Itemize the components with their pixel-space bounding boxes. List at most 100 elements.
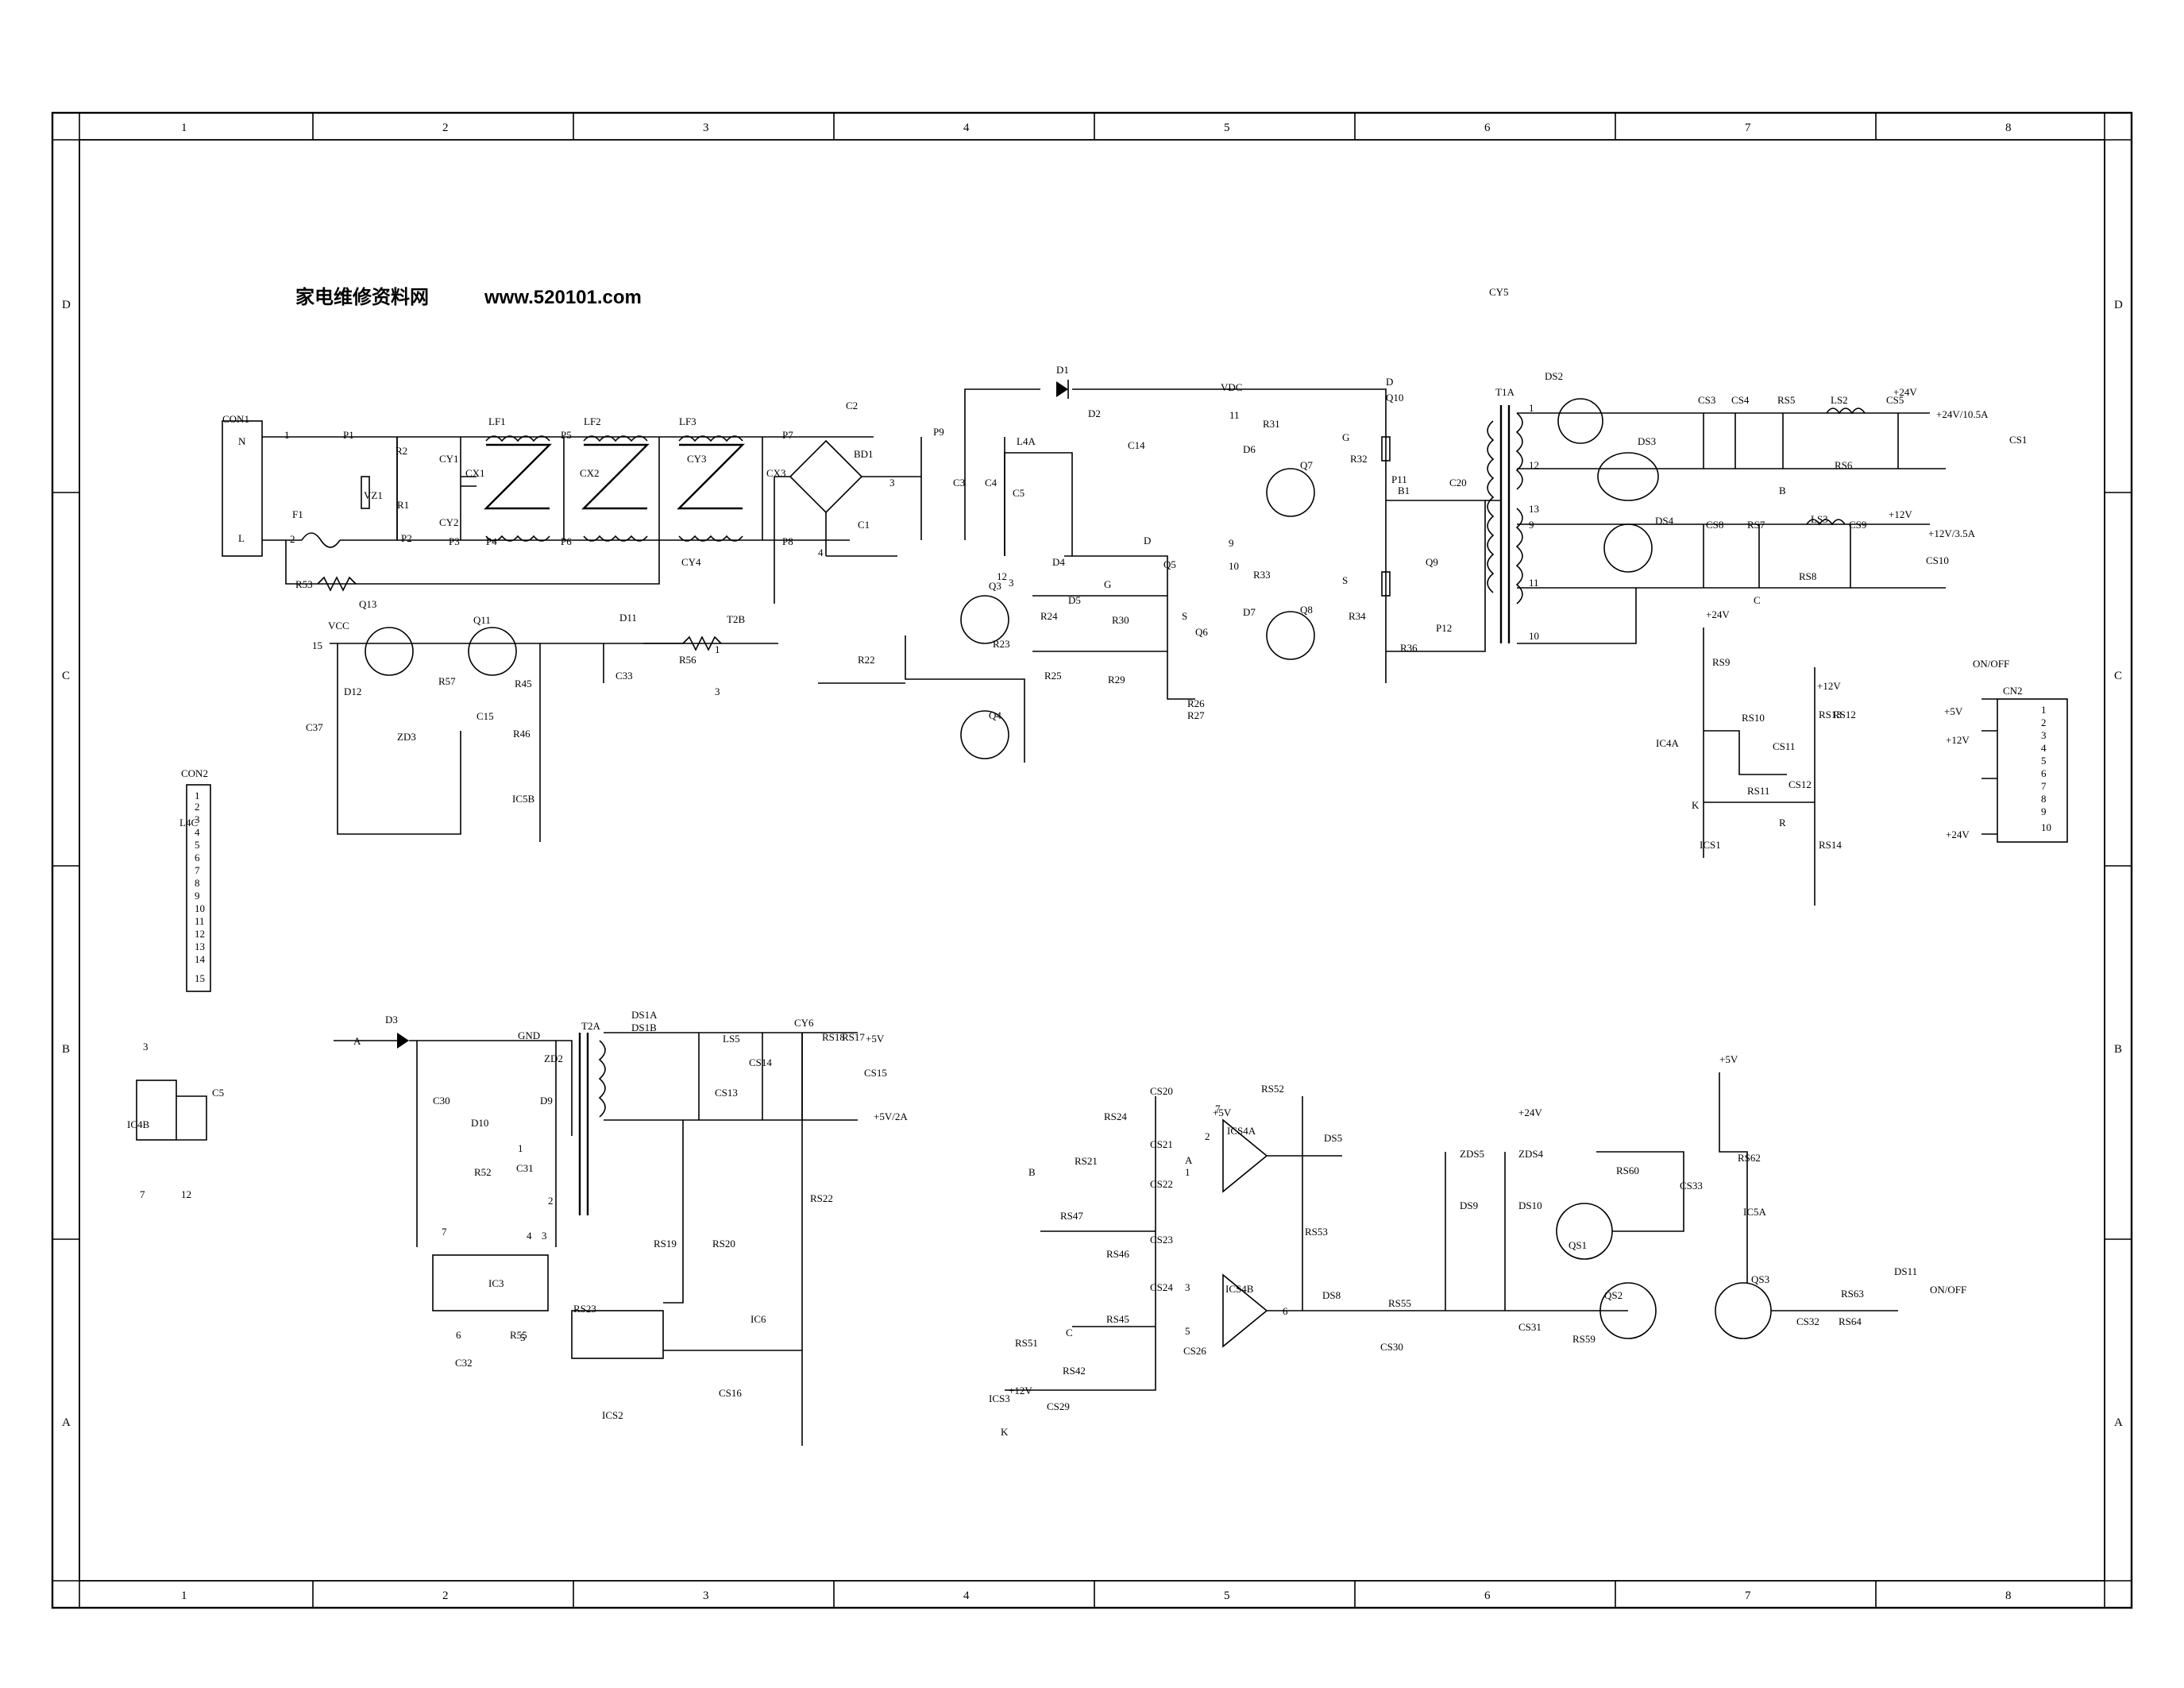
component-label-7: 7 <box>140 1188 145 1200</box>
frame-column-label: 5 <box>1224 122 1230 134</box>
component-label-r: R <box>1779 817 1786 829</box>
component-label-q13: Q13 <box>359 598 376 610</box>
component-label-6: 6 <box>2041 767 2047 779</box>
frame-row-label: A <box>62 1416 71 1429</box>
component-label-cs21: CS21 <box>1150 1138 1173 1150</box>
component-label-r30: R30 <box>1112 614 1129 626</box>
component-label-1: 1 <box>1529 402 1534 414</box>
component-label-3: 3 <box>195 813 200 825</box>
component-label-rs53: RS53 <box>1305 1226 1328 1238</box>
component-label-9: 9 <box>1229 537 1234 549</box>
component-label-d1: D1 <box>1056 364 1069 376</box>
component-label-12: 12 <box>195 928 205 940</box>
component-label-11: 11 <box>1529 577 1539 589</box>
component-label-ic6: IC6 <box>751 1313 766 1325</box>
component-label-24v-10-5a: +24V/10.5A <box>1936 408 1989 420</box>
component-label-cs10: CS10 <box>1926 554 1949 566</box>
component-label-ds9: DS9 <box>1460 1199 1478 1211</box>
component-label-c: C <box>1066 1327 1073 1338</box>
component-label-ls2: LS2 <box>1831 394 1848 406</box>
component-label-rs14: RS14 <box>1819 839 1842 851</box>
component-label-r2: R2 <box>396 445 407 457</box>
component-label-p1: P1 <box>343 429 354 441</box>
component-label-rs23: RS23 <box>573 1303 596 1315</box>
component-label-cs31: CS31 <box>1518 1321 1542 1333</box>
component-label-d3: D3 <box>385 1014 398 1026</box>
component-label-cs3: CS3 <box>1698 394 1715 406</box>
component-label-d7: D7 <box>1243 606 1256 618</box>
component-label-p9: P9 <box>933 426 944 438</box>
component-label-12: 12 <box>1529 459 1539 471</box>
component-label-cs30: CS30 <box>1380 1341 1403 1353</box>
component-label-lf3: LF3 <box>679 415 696 427</box>
component-label-10: 10 <box>1529 630 1539 642</box>
frame-column-label: 5 <box>1224 1590 1230 1602</box>
frame-row-label: B <box>62 1043 70 1056</box>
component-label-vcc: VCC <box>328 620 349 632</box>
component-label-p11: P11 <box>1391 473 1407 485</box>
component-label-12: 12 <box>997 570 1007 582</box>
component-label-ic3: IC3 <box>488 1277 504 1289</box>
component-label-5v-2a: +5V/2A <box>874 1111 908 1122</box>
component-label-qs2: QS2 <box>1604 1289 1623 1301</box>
component-label-5: 5 <box>195 839 200 851</box>
frame-column-label: 8 <box>2005 122 2012 134</box>
component-label-10: 10 <box>195 902 205 914</box>
frame-row-label: D <box>2114 299 2123 311</box>
component-label-vz1: VZ1 <box>364 489 383 501</box>
component-label-rs47: RS47 <box>1060 1210 1083 1222</box>
component-label-r22: R22 <box>858 654 875 666</box>
component-label-rs20: RS20 <box>712 1238 735 1250</box>
component-label-15: 15 <box>195 972 205 984</box>
component-label-5v: +5V <box>1944 705 1963 717</box>
component-label-1: 1 <box>715 643 720 655</box>
site-name: 家电维修资料网 <box>295 286 429 308</box>
component-label-d: D <box>1386 376 1393 388</box>
component-label-cs33: CS33 <box>1680 1180 1703 1192</box>
component-label-l4c: L4C <box>179 817 198 829</box>
component-label-7: 7 <box>2041 780 2047 792</box>
component-label-r55: R55 <box>510 1329 527 1341</box>
component-label-c4: C4 <box>985 477 997 489</box>
component-label-1: 1 <box>284 429 290 441</box>
component-label-12v: +12V <box>1817 680 1841 692</box>
component-label-5: 5 <box>520 1331 526 1343</box>
component-label-c3: C3 <box>953 477 965 489</box>
component-label-rs52: RS52 <box>1261 1083 1284 1095</box>
component-label-d11: D11 <box>619 612 637 624</box>
component-label-zds4: ZDS4 <box>1518 1148 1544 1160</box>
component-label-rs46: RS46 <box>1106 1248 1129 1260</box>
component-label-1: 1 <box>1185 1166 1190 1178</box>
component-label-q7: Q7 <box>1300 459 1313 471</box>
frame-row-label: B <box>2114 1043 2122 1056</box>
component-label-3: 3 <box>2041 729 2047 741</box>
component-label-24v: +24V <box>1706 608 1730 620</box>
component-label-r23: R23 <box>993 638 1010 650</box>
frame-row-label: D <box>62 299 71 311</box>
component-label-9: 9 <box>2041 805 2047 817</box>
component-label-ic4a: IC4A <box>1656 737 1680 749</box>
component-label-ics3: ICS3 <box>989 1393 1010 1404</box>
component-label-d12: D12 <box>344 686 361 697</box>
component-label-q4: Q4 <box>989 709 1001 721</box>
frame-row-label: A <box>2114 1416 2123 1429</box>
component-label-9: 9 <box>195 890 200 902</box>
component-label-13: 13 <box>1529 503 1539 515</box>
component-label-12v-3-5a: +12V/3.5A <box>1928 527 1976 539</box>
component-label-rs62: RS62 <box>1738 1152 1761 1164</box>
frame-column-label: 7 <box>1745 1590 1751 1602</box>
component-label-r52: R52 <box>474 1166 492 1178</box>
schematic-wiring <box>136 380 2068 1446</box>
component-label-k: K <box>1692 799 1700 811</box>
component-label-2: 2 <box>1205 1130 1210 1142</box>
component-label-ics4b: ICS4B <box>1225 1283 1254 1295</box>
component-label-r1: R1 <box>397 499 409 511</box>
component-label-ds10: DS10 <box>1518 1199 1542 1211</box>
component-label-b: B <box>1028 1166 1036 1178</box>
component-label-cs14: CS14 <box>749 1056 772 1068</box>
component-label-zd2: ZD2 <box>544 1053 563 1064</box>
component-label-rs9: RS9 <box>1712 656 1730 668</box>
component-label-qs1: QS1 <box>1569 1239 1587 1251</box>
